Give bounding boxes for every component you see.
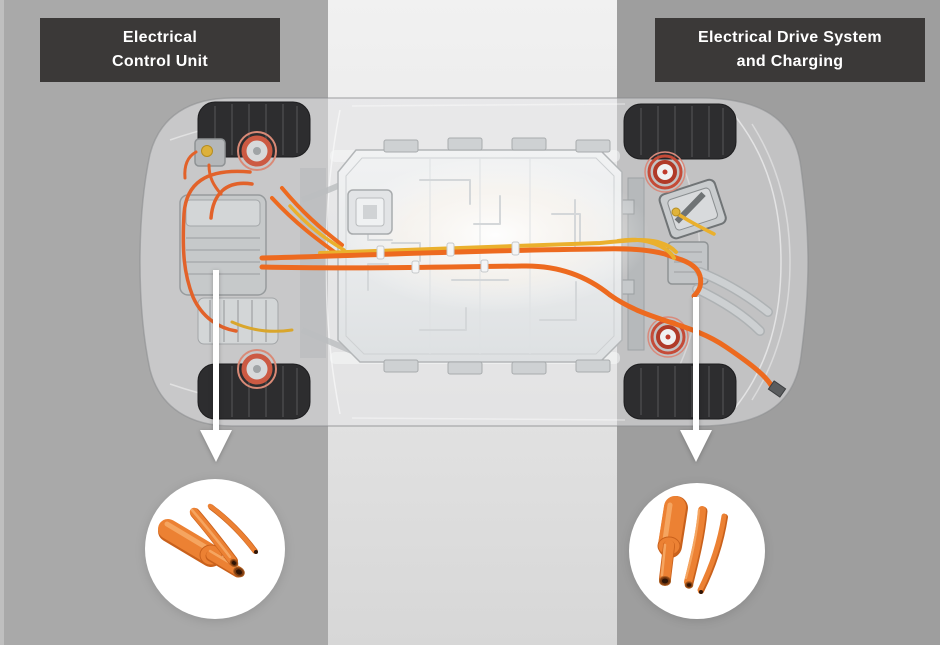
ecu-indicator — [201, 145, 213, 157]
onboard-charger — [658, 178, 727, 240]
callout-electrical-drive-system: Electrical Drive System and Charging — [655, 18, 925, 82]
front-strut-top — [237, 131, 277, 171]
battery-connector — [347, 189, 393, 235]
front-strut-bottom — [237, 349, 277, 389]
heat-shrink-tubing-icon — [158, 503, 258, 578]
inset-left — [145, 479, 285, 619]
callout-electrical-control-unit: Electrical Control Unit — [40, 18, 280, 82]
battery-mounting-tabs — [383, 137, 611, 375]
heat-shrink-tubing-icon — [657, 496, 728, 594]
charge-port-connector — [767, 380, 787, 398]
tire-front-bottom — [197, 363, 311, 420]
tires — [197, 101, 737, 420]
down-arrow-icon-left — [200, 270, 232, 462]
inset-right — [629, 483, 765, 619]
callout-right-line2: and Charging — [736, 53, 844, 70]
rear-hub-top — [644, 151, 686, 193]
callout-right-line1: Electrical Drive System — [698, 29, 882, 46]
battery-pack — [337, 137, 650, 375]
callout-left-line2: Control Unit — [111, 53, 209, 70]
tire-rear-bottom — [623, 363, 737, 420]
car-illustration — [139, 97, 809, 427]
cable-clips — [376, 241, 520, 274]
tire-rear-top — [623, 103, 737, 160]
hv-cable-harness — [181, 150, 787, 398]
ecu-module — [194, 138, 226, 167]
callout-left-line1: Electrical — [122, 29, 198, 46]
edge-highlight-strip — [0, 0, 4, 645]
down-arrow-icon-right — [680, 297, 712, 462]
